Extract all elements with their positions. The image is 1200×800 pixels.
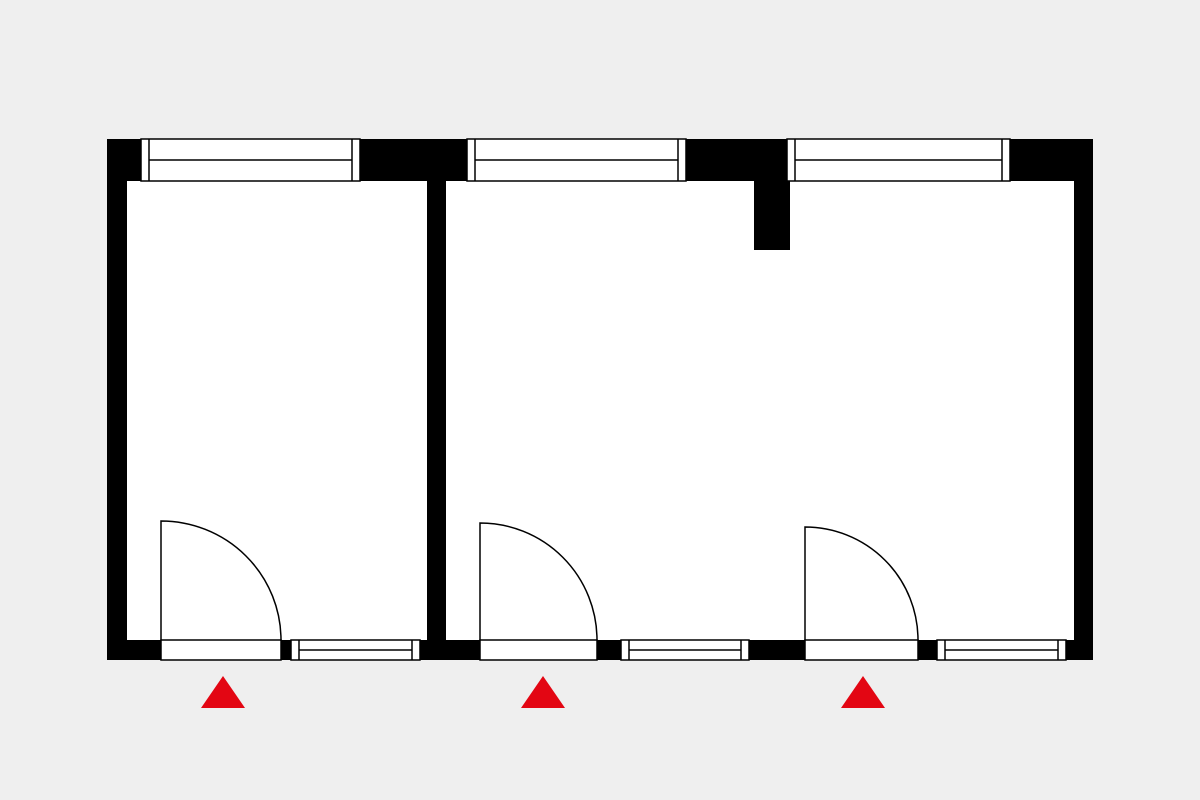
window-bottom-3 [936, 639, 1067, 661]
door-2 [479, 522, 598, 661]
window-top-3 [786, 138, 1011, 182]
entrance-arrow-icon [201, 676, 245, 708]
window-bottom-2 [620, 639, 750, 661]
window-top-2 [466, 138, 687, 182]
door-3 [804, 526, 919, 661]
left-wall [107, 139, 127, 660]
entrance-arrow-icon [521, 676, 565, 708]
partition-wall [427, 139, 446, 660]
pillar [754, 181, 790, 250]
entrance-arrow-icon [841, 676, 885, 708]
window-top-1 [140, 138, 361, 182]
window-bottom-1 [290, 639, 421, 661]
door-1 [160, 520, 282, 661]
right-wall [1074, 139, 1093, 660]
floor-area [107, 139, 1093, 660]
